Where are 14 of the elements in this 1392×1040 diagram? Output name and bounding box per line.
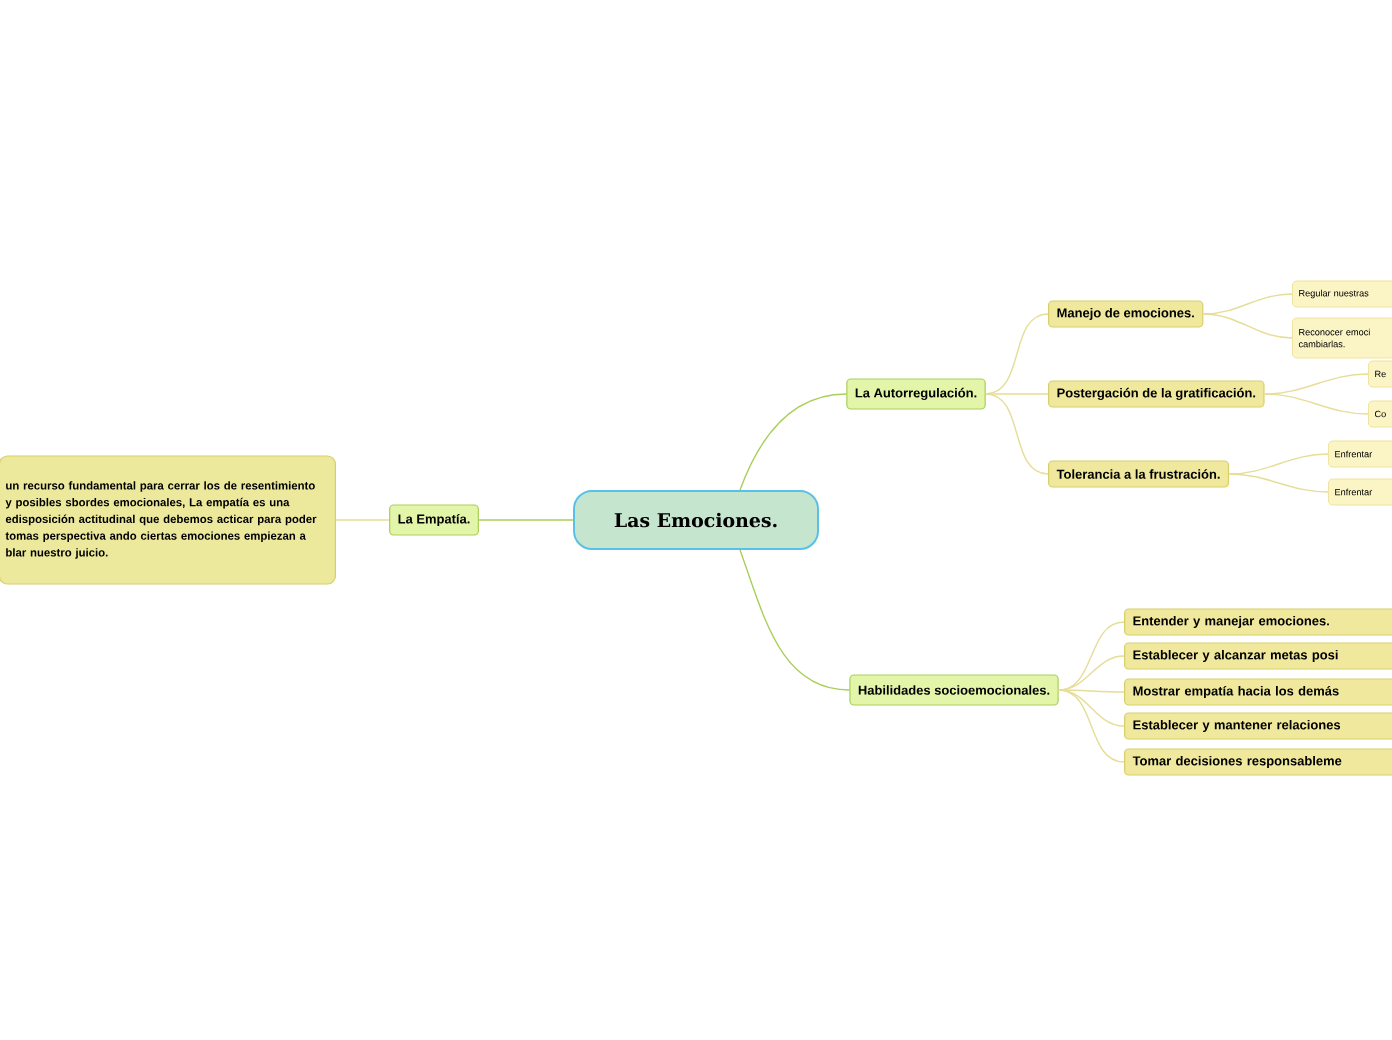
connector xyxy=(1058,689,1125,693)
connector xyxy=(335,519,390,521)
connector xyxy=(739,549,850,691)
central-topic: Las Emociones. xyxy=(573,490,819,550)
connector xyxy=(1228,473,1329,493)
connector xyxy=(1058,689,1125,727)
connector xyxy=(1202,313,1293,339)
connector xyxy=(1058,689,1125,763)
connector xyxy=(1228,453,1329,475)
connector xyxy=(739,393,847,491)
connector xyxy=(985,393,1049,475)
connector xyxy=(985,393,1049,395)
connector xyxy=(478,519,574,521)
connector xyxy=(1263,393,1369,415)
